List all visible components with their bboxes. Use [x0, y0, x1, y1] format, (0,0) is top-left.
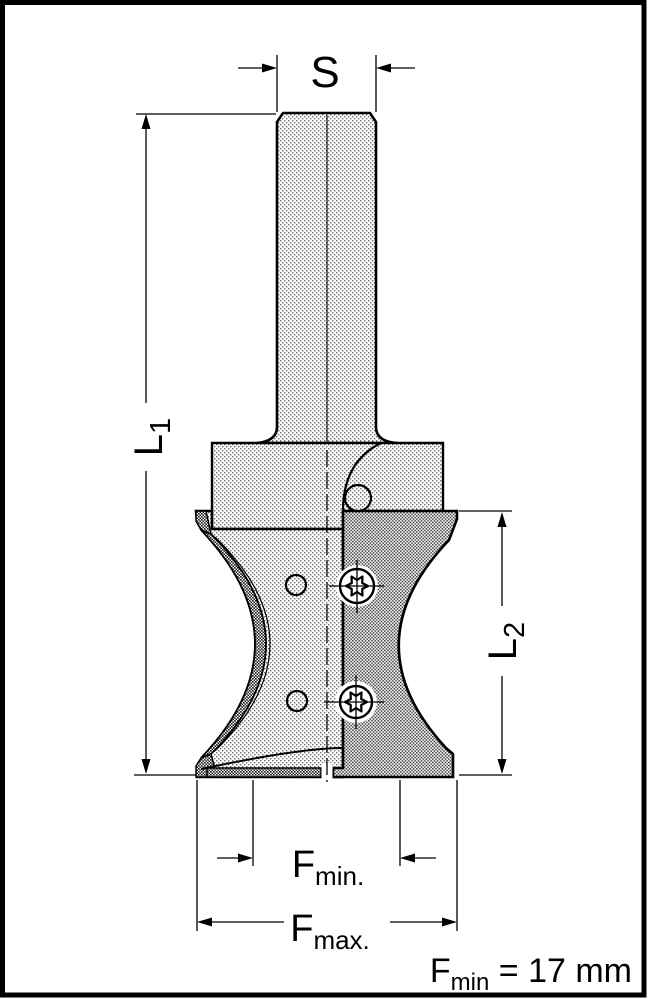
dimension-fmin	[217, 780, 436, 866]
dimension-fmax	[196, 780, 458, 931]
l2-arrow-top	[497, 512, 507, 527]
l1-arrow-top	[141, 114, 151, 129]
l2-label-main: L	[481, 638, 525, 660]
fmin-label: Fmin.	[292, 844, 364, 891]
s-arrow-right	[376, 63, 391, 73]
footer-note-rest: = 17 mm	[489, 952, 632, 990]
fmin-label-main: F	[292, 844, 315, 886]
pilot-hole-upper	[284, 573, 308, 597]
fmax-arrow-left	[197, 917, 212, 927]
cutting-edge-sweep-line	[200, 747, 344, 770]
l1-label-main: L	[127, 434, 171, 456]
footer-note-sub: min	[451, 969, 490, 996]
fmax-label-sub: max.	[313, 925, 369, 955]
torx-screw-lower	[324, 675, 384, 729]
pilot-hole-lower	[285, 689, 309, 713]
fmax-arrow-right	[442, 917, 457, 927]
torx-screw-upper	[329, 560, 384, 613]
footer-note-main: F	[430, 952, 451, 990]
flute-curve	[341, 442, 382, 512]
insert-clamp-line	[214, 536, 271, 752]
l2-arrow-bottom	[497, 759, 507, 774]
s-label: S	[310, 48, 339, 97]
cutter-body-right	[331, 509, 459, 779]
insert-bottom-band	[206, 767, 322, 778]
l1-arrow-bottom	[141, 759, 151, 774]
pilot-hole-hub	[343, 483, 373, 513]
s-label-main: S	[310, 48, 339, 97]
fmax-label-main: F	[290, 908, 313, 950]
l2-label-sub: 2	[499, 622, 531, 638]
dimension-s	[238, 55, 415, 112]
l1-label: L1	[127, 418, 177, 456]
fmin-arrow-right	[400, 853, 415, 863]
fmax-label: Fmax.	[290, 908, 370, 955]
s-arrow-left	[262, 63, 277, 73]
carbide-insert	[195, 510, 322, 778]
dimension-l2	[459, 510, 512, 776]
l1-label-sub: 1	[145, 418, 177, 434]
footer-note: Fmin = 17 mm	[430, 952, 632, 996]
fmin-arrow-left	[238, 853, 253, 863]
l2-label: L2	[481, 622, 531, 660]
fmin-label-sub: min.	[315, 861, 364, 891]
dimension-l1	[134, 113, 276, 776]
